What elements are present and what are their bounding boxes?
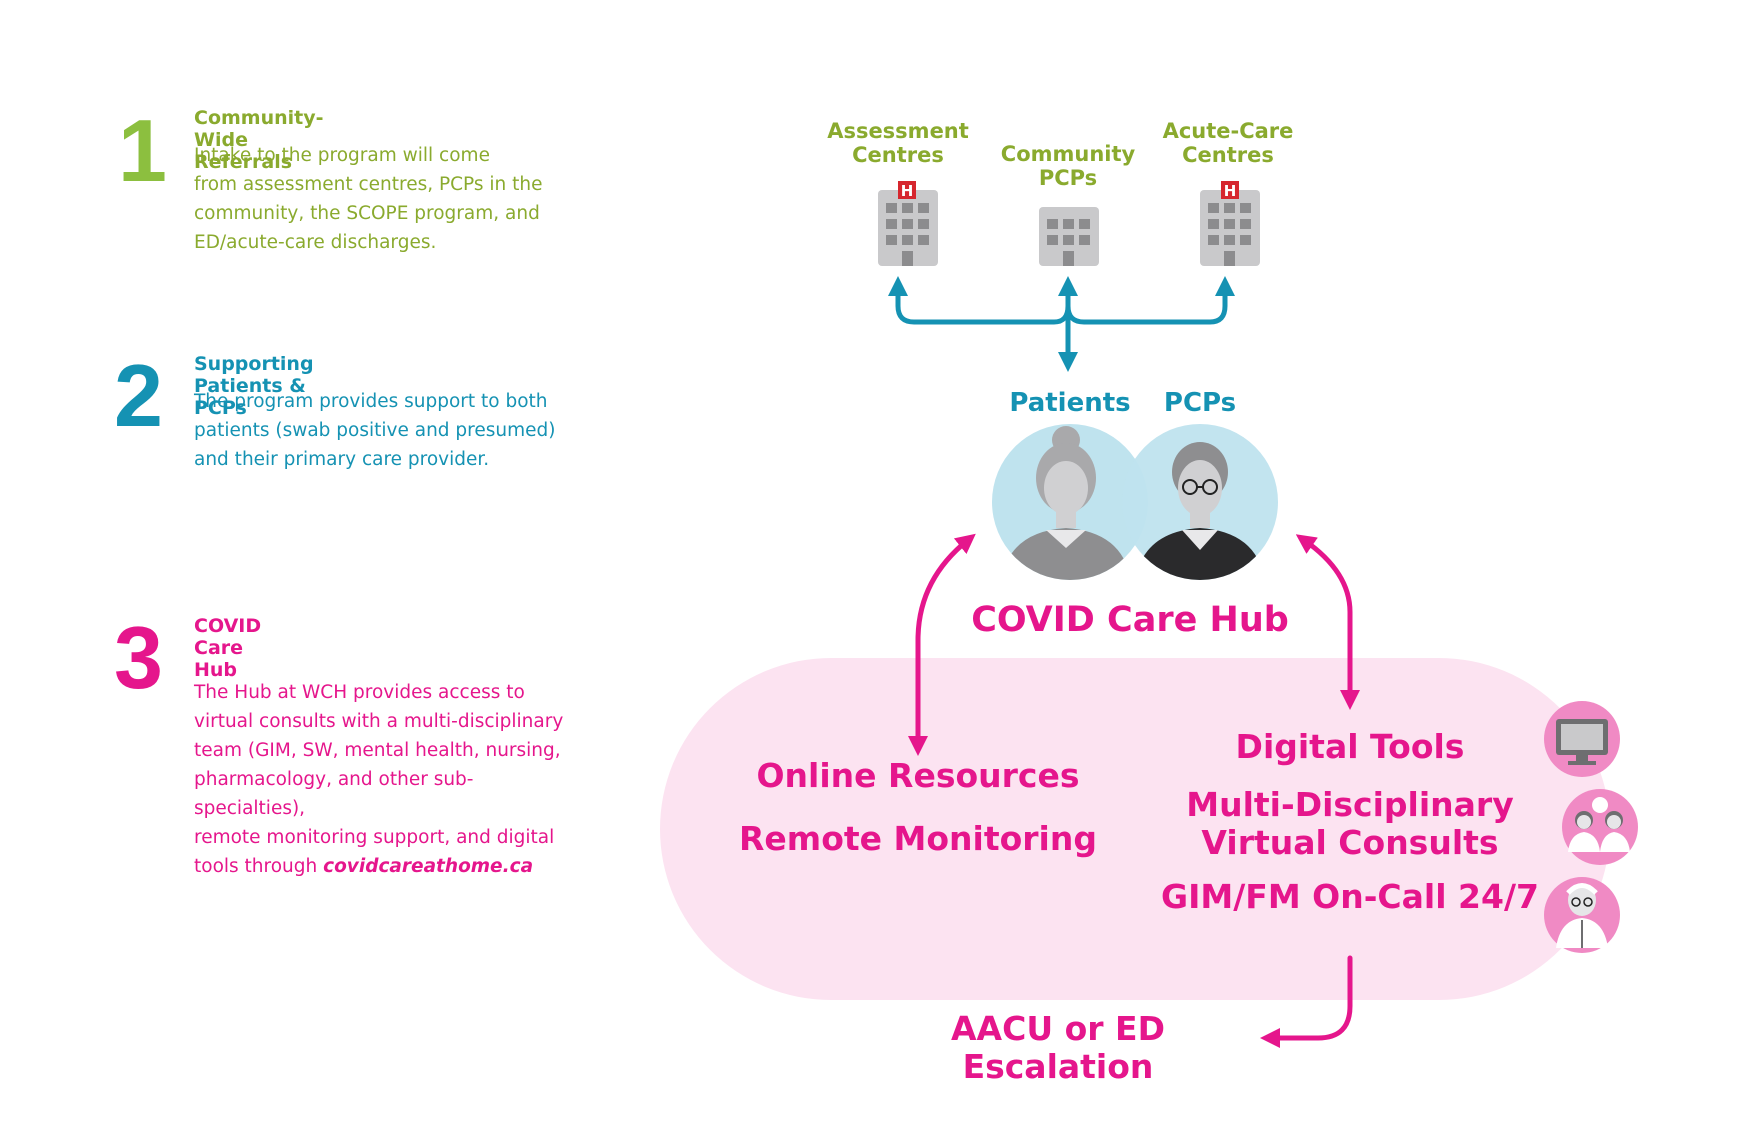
step-1-title: Community-Wide Referrals [194, 107, 324, 173]
step-2-body: The program provides support to both pat… [194, 391, 556, 470]
physician-icon [1544, 877, 1620, 953]
hub-background [660, 658, 1610, 1000]
escalation-label: AACU or ED Escalation [951, 1009, 1165, 1086]
step-1-number: 1 [118, 101, 167, 200]
assessment-centre-building-icon: H [878, 181, 938, 266]
assessment-centres-label: Assessment Centres [827, 119, 969, 167]
hospital-mark-1: H [901, 182, 914, 200]
step-2-title: Supporting Patients & PCPs [194, 353, 314, 419]
step-3-body-wrap: The Hub at WCH provides access to virtua… [194, 649, 584, 881]
referral-arrows [888, 276, 1235, 372]
pcps-label: PCPs [1163, 388, 1237, 418]
acute-care-building-icon: H [1200, 181, 1260, 266]
covidcareathome-link[interactable]: covidcareathome.ca [323, 856, 534, 877]
pcp-avatar-icon [1122, 424, 1278, 580]
step-3-number: 3 [114, 608, 163, 707]
hospital-mark-2: H [1224, 182, 1237, 200]
hub-title: COVID Care Hub [971, 600, 1289, 640]
care-team-icon [1562, 789, 1638, 865]
remote-monitoring-label: Remote Monitoring [739, 819, 1097, 858]
digital-tools-label: Digital Tools [1235, 727, 1465, 766]
virtual-consults-label: Multi-Disciplinary Virtual Consults [1186, 785, 1514, 862]
step-3-title: COVID Care Hub [194, 615, 262, 681]
community-pcp-building-icon [1039, 207, 1099, 266]
computer-monitor-icon [1544, 701, 1620, 777]
patients-label: Patients [1009, 388, 1131, 418]
step-1-body: Intake to the program will come from ass… [194, 145, 543, 253]
hub-arrows [908, 533, 1360, 1048]
on-call-label: GIM/FM On-Call 24/7 [1161, 877, 1539, 916]
step-3-body: The Hub at WCH provides access to virtua… [194, 682, 564, 877]
community-pcps-label: Community PCPs [1000, 142, 1136, 190]
online-resources-label: Online Resources [756, 756, 1080, 795]
step-2-number: 2 [114, 346, 163, 445]
acute-care-centres-label: Acute-Care Centres [1162, 119, 1294, 167]
